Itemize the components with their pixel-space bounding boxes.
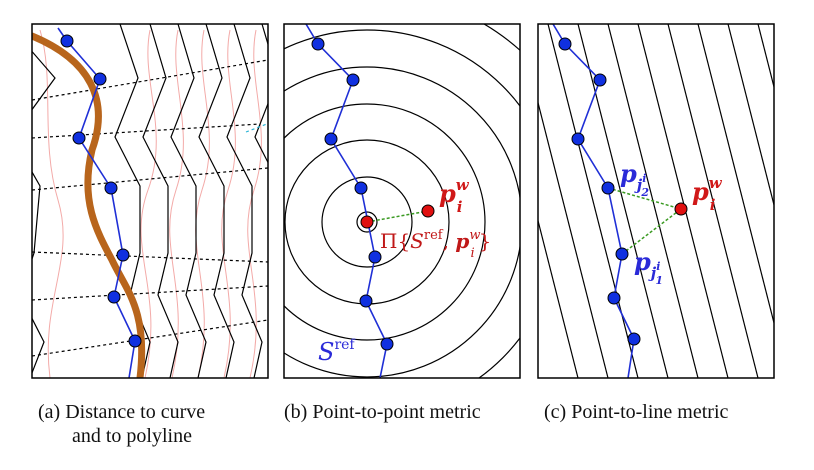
panel-b-frame [283,23,521,379]
caption-c: (c) Point-to-line metric [544,401,729,423]
caption-b: (b) Point-to-point metric [284,401,481,423]
reference-curve [32,32,146,378]
dashed-separators [32,59,268,357]
iso-distance-lines [538,24,774,378]
panel-a [31,23,269,379]
query-point-b [421,204,435,218]
connectors-c [607,187,682,255]
polyline-points-a [60,34,142,348]
panel-c-frame [537,23,775,379]
iso-distance-circles [284,24,520,378]
caption-a: (a) Distance to curve [38,401,206,423]
projected-point [360,215,374,229]
caption-a-line2: and to polyline [72,425,192,447]
polyline-points-c [558,37,641,346]
label-s-ref: Sref [318,337,356,366]
projection-connector-b [366,210,429,223]
panel-a-frame [31,23,269,379]
query-point-c [674,202,688,216]
offset-curves [39,29,262,378]
polyline-b [305,24,388,378]
polyline-points-b [311,37,394,351]
cyan-dashed-line [245,122,268,133]
